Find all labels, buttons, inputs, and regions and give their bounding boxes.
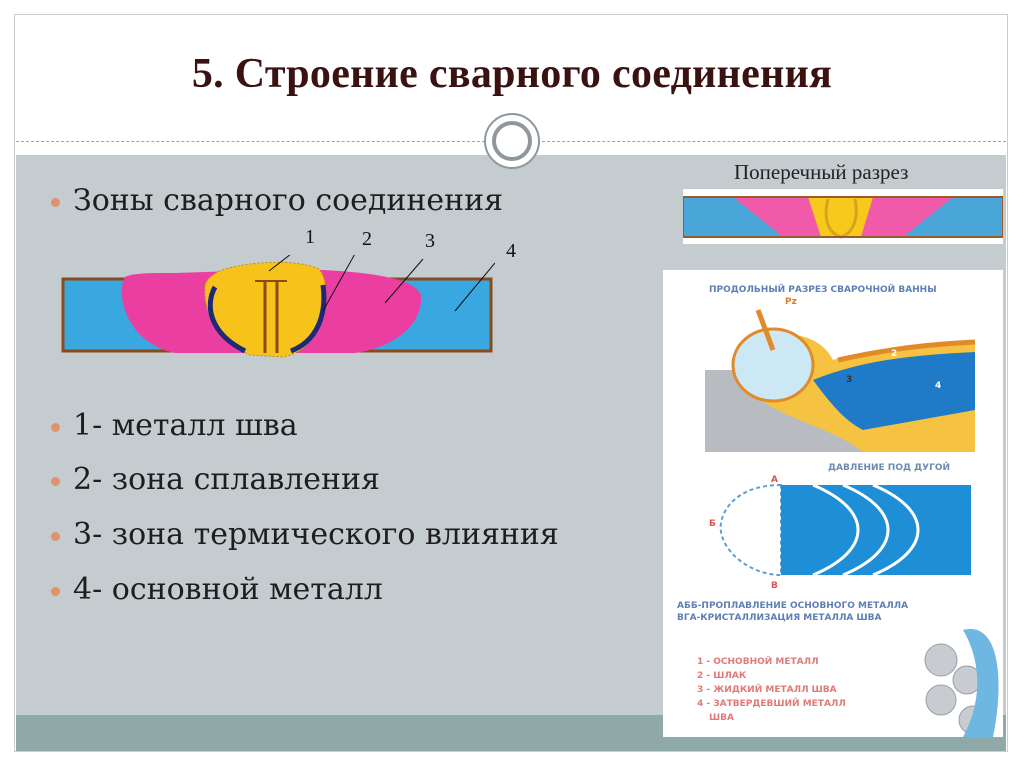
diagram-number-2: 2: [362, 228, 372, 250]
weld-joint-diagram: [61, 255, 495, 358]
cross-section-caption: Поперечный разрез: [734, 160, 909, 184]
bullet-text: 1- металл шва: [73, 408, 298, 443]
heading-bullet-text: Зоны сварного соединения: [73, 183, 504, 218]
bullet-text: 3- зона термического влияния: [73, 517, 559, 552]
bullet-fusion-zone: 2- зона сплавления: [51, 462, 380, 497]
photo-caption-line1: АББ-ПРОПЛАВЛЕНИЕ ОСНОВНОГО МЕТАЛЛА: [677, 601, 908, 611]
photo-legend-line: 1 - ОСНОВНОЙ МЕТАЛЛ: [697, 655, 819, 667]
bullet-heat-zone: 3- зона термического влияния: [51, 517, 559, 552]
leader-line-2: [322, 255, 355, 312]
photo-legend-line: 4 - ЗАТВЕРДЕВШИЙ МЕТАЛЛ: [697, 697, 846, 709]
zone-label-3: 3: [846, 375, 852, 385]
bullet-dot-icon: [51, 423, 60, 432]
fusion-line-left: [207, 285, 247, 354]
photo-caption-line2: ВГА-КРИСТАЛЛИЗАЦИЯ МЕТАЛЛА ШВА: [677, 613, 882, 623]
heading-bullet: Зоны сварного соединения: [51, 183, 504, 218]
bullet-base-metal: 4- основной металл: [51, 572, 383, 607]
diagram-number-1: 1: [305, 226, 315, 248]
photo-legend-line: 3 - ЖИДКИЙ МЕТАЛЛ ШВА: [697, 683, 837, 695]
zone-label-2: 2: [891, 349, 897, 359]
photo-top-caption: ПРОДОЛЬНЫЙ РАЗРЕЗ СВАРОЧНОЙ ВАННЫ: [709, 283, 937, 295]
diagram-number-3: 3: [425, 230, 435, 252]
bullet-dot-icon: [51, 477, 60, 486]
leader-line-4: [454, 262, 495, 312]
bullet-weld-metal: 1- металл шва: [51, 408, 298, 443]
weld-pool-illustration: ПРОДОЛЬНЫЙ РАЗРЕЗ СВАРОЧНОЙ ВАННЫ Рz 2 3…: [663, 270, 1003, 737]
fusion-line-right: [290, 284, 327, 354]
photo-corner-texture: [924, 629, 999, 737]
bullet-text: 4- основной металл: [73, 572, 383, 607]
bullet-dot-icon: [51, 198, 60, 207]
slide-title: 5. Строение сварного соединения: [191, 51, 833, 97]
photo-legend-line: 2 - ШЛАК: [697, 671, 747, 681]
diagram-number-4: 4: [506, 240, 516, 262]
bullet-dot-icon: [51, 587, 60, 596]
leader-line-1: [268, 255, 291, 272]
plan-letter-a: А: [771, 475, 778, 485]
plan-letter-v: В: [771, 581, 778, 591]
zone-label-4: 4: [935, 381, 941, 391]
plan-letter-b: Б: [709, 519, 716, 529]
leader-line-3: [384, 258, 424, 304]
cross-section-image: [683, 189, 1003, 244]
photo-pz-label: Рz: [785, 297, 797, 307]
pressure-caption: ДАВЛЕНИЕ ПОД ДУГОЙ: [828, 461, 950, 473]
bullet-text: 2- зона сплавления: [73, 462, 380, 497]
photo-legend-line: ШВА: [709, 713, 734, 723]
weld-pool-photo-panel: ПРОДОЛЬНЫЙ РАЗРЕЗ СВАРОЧНОЙ ВАННЫ Рz 2 3…: [663, 270, 1003, 737]
bullet-dot-icon: [51, 532, 60, 541]
circle-ornament-icon: [484, 113, 540, 169]
